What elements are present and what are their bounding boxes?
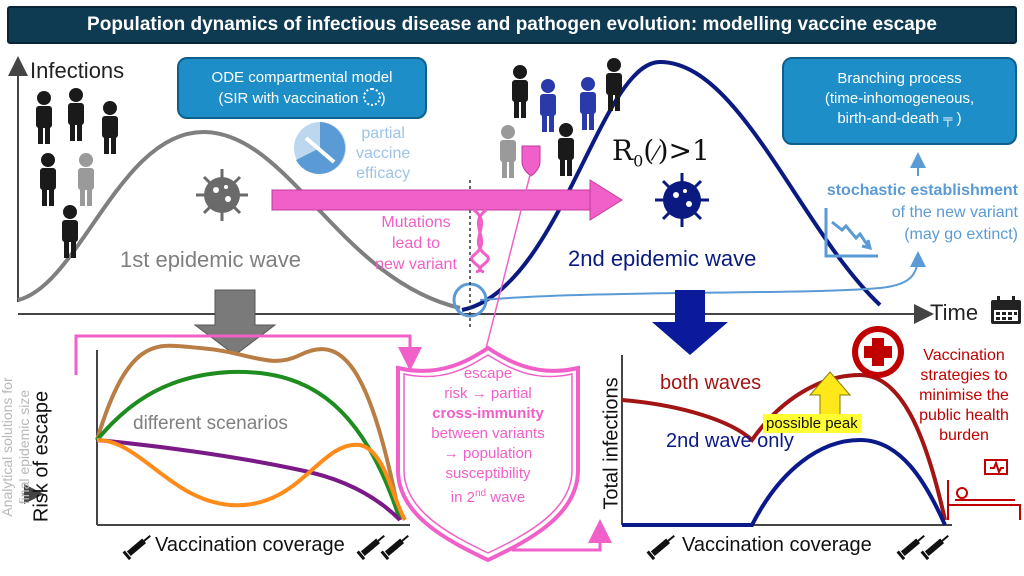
- link-to-shield: [74, 334, 422, 375]
- mutation-label: Mutations lead to new variant: [375, 214, 457, 273]
- risk-axis-label: Risk of escape: [30, 390, 53, 523]
- stochastic-label: stochastic establishment of the new vari…: [826, 182, 1018, 243]
- branching-box-line2: (time-inhomogeneous,: [824, 90, 975, 107]
- shield-connector: [479, 174, 531, 373]
- hospital-bed-icon: [947, 459, 1021, 520]
- scenario-green-curve: [95, 369, 402, 521]
- partial-efficacy-label: partial vaccine efficacy: [356, 125, 411, 182]
- branching-box-line1: Branching process: [837, 70, 962, 87]
- grey-down-arrow: [193, 289, 277, 356]
- syringe-icon: ⁄: [654, 141, 658, 165]
- second-wave-curve: [461, 59, 882, 312]
- ode-box-line2: (SIR with vaccination ): [218, 88, 386, 107]
- possible-peak-label: possible peak: [763, 414, 861, 433]
- navy-down-arrow: [652, 290, 728, 355]
- people-icons-middle: [500, 58, 622, 178]
- virus-icon-navy: [655, 173, 709, 227]
- first-wave-label: 1st epidemic wave: [120, 247, 301, 272]
- left-chart-series: [95, 343, 407, 522]
- second-wave-only-curve: [622, 437, 947, 527]
- time-axis-label: Time: [930, 300, 979, 325]
- strategies-label: Vaccination strategies to minimise the p…: [919, 347, 1009, 444]
- scenarios-label: different scenarios: [133, 413, 288, 434]
- cycle-icon: [362, 88, 381, 106]
- people-icons-left: [36, 88, 118, 258]
- scenario-brown-curve: [95, 343, 402, 521]
- scenario-purple-curve: [96, 438, 402, 522]
- ode-model-box: ODE compartmental model (SIR with vaccin…: [177, 57, 427, 119]
- red-cross-icon: [852, 326, 904, 378]
- analytical-note: Analytical solutions for final epidemic …: [0, 377, 32, 517]
- r0-expression: R0(⁄)>1: [612, 134, 710, 171]
- link-to-right-chart: [512, 519, 612, 552]
- scenario-orange-curve: [96, 438, 407, 522]
- cross-immunity-shield: [396, 345, 580, 563]
- calendar-icon: [991, 296, 1021, 324]
- tree-icon: ╤: [943, 111, 953, 126]
- both-waves-curve: [621, 372, 947, 521]
- page-title: Population dynamics of infectious diseas…: [7, 6, 1017, 44]
- shield-inner-border: [403, 354, 573, 554]
- both-waves-label: both waves: [660, 372, 762, 394]
- total-infections-axis-label: Total infections: [600, 377, 623, 510]
- virus-icon-grey: [196, 169, 248, 221]
- shield-text: escape risk → partial cross-immunity bet…: [431, 365, 545, 506]
- transition-arrow: [271, 179, 623, 221]
- second-wave-only-label: 2nd wave only: [666, 430, 794, 452]
- second-wave-label: 2nd epidemic wave: [568, 246, 757, 271]
- infections-axis-label: Infections: [30, 58, 125, 83]
- small-shield-icon: [521, 145, 541, 177]
- vaccine-efficacy-pie-icon: [294, 122, 346, 174]
- syringe-icons: [122, 534, 949, 561]
- establishment-line: [479, 251, 926, 301]
- peak-arrow: [808, 371, 852, 421]
- dna-icon: [470, 208, 490, 274]
- right-x-axis-label: Vaccination coverage: [682, 534, 872, 556]
- decline-chart-icon: [824, 208, 878, 258]
- left-x-axis-label: Vaccination coverage: [155, 534, 345, 556]
- branching-box-line3: birth-and-death ╤ ): [837, 110, 962, 127]
- ode-box-line1: ODE compartmental model: [211, 69, 393, 86]
- branching-process-box: Branching process (time-inhomogeneous, b…: [782, 57, 1017, 145]
